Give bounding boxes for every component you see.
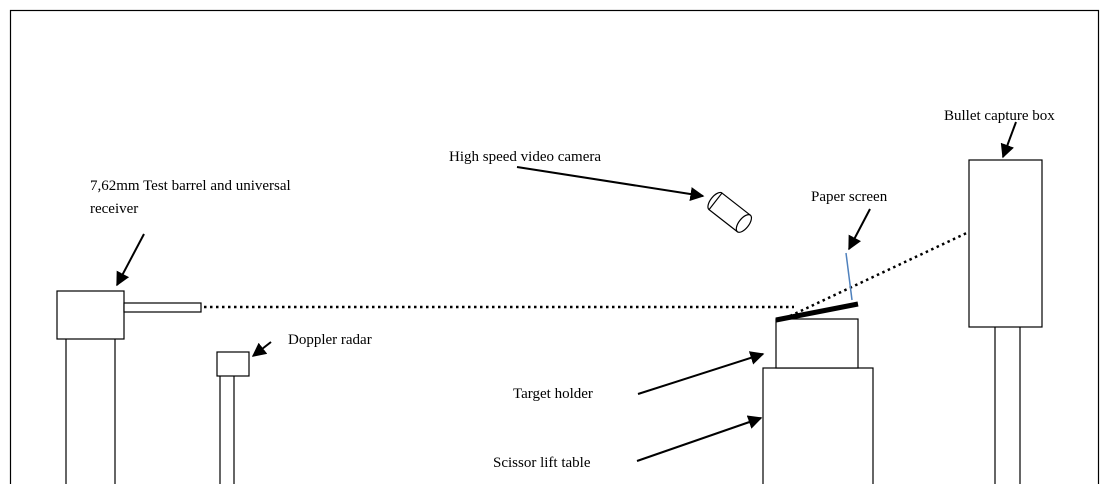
- universal-receiver: [56, 290, 125, 340]
- bullet-capture-box-assembly: [968, 159, 1043, 484]
- paper-screen-line: [845, 252, 853, 301]
- test-barrel: [123, 302, 202, 313]
- bullet-capture-box-leader-arrow: [1000, 121, 1017, 159]
- doppler-radar-label: Doppler radar: [288, 332, 372, 348]
- scissor-lift-leader-arrow: [636, 415, 763, 462]
- test-barrel-assembly: [56, 290, 202, 484]
- doppler-radar-leader-arrow: [251, 341, 272, 357]
- test-barrel-leader-arrow: [116, 233, 145, 287]
- target-holder-leader-arrow: [637, 351, 765, 395]
- target-holder-label: Target holder: [513, 386, 593, 402]
- high-speed-camera-icon: [707, 191, 753, 233]
- bullet-capture-box-label: Bullet capture box: [944, 108, 1055, 124]
- target-plate: [775, 301, 859, 323]
- target-holder: [775, 318, 859, 369]
- camera-leader-arrow: [516, 166, 705, 201]
- paper-screen-label: Paper screen: [811, 189, 888, 205]
- doppler-radar-assembly: [216, 351, 250, 484]
- scissor-lift-table: [762, 367, 874, 489]
- camera-label: High speed video camera: [449, 149, 601, 165]
- test-barrel-label-line2: receiver: [90, 201, 138, 217]
- scissor-lift-label: Scissor lift table: [493, 455, 591, 471]
- paper-screen-leader-arrow: [848, 208, 871, 251]
- doppler-radar: [216, 351, 250, 377]
- scissor-lift-assembly: [762, 252, 874, 489]
- bullet-capture-box: [968, 159, 1043, 328]
- bullet-trajectory-deflected: [789, 205, 1024, 318]
- test-barrel-label-line1: 7,62mm Test barrel and universal: [90, 178, 291, 194]
- diagram-frame: [9, 9, 1100, 489]
